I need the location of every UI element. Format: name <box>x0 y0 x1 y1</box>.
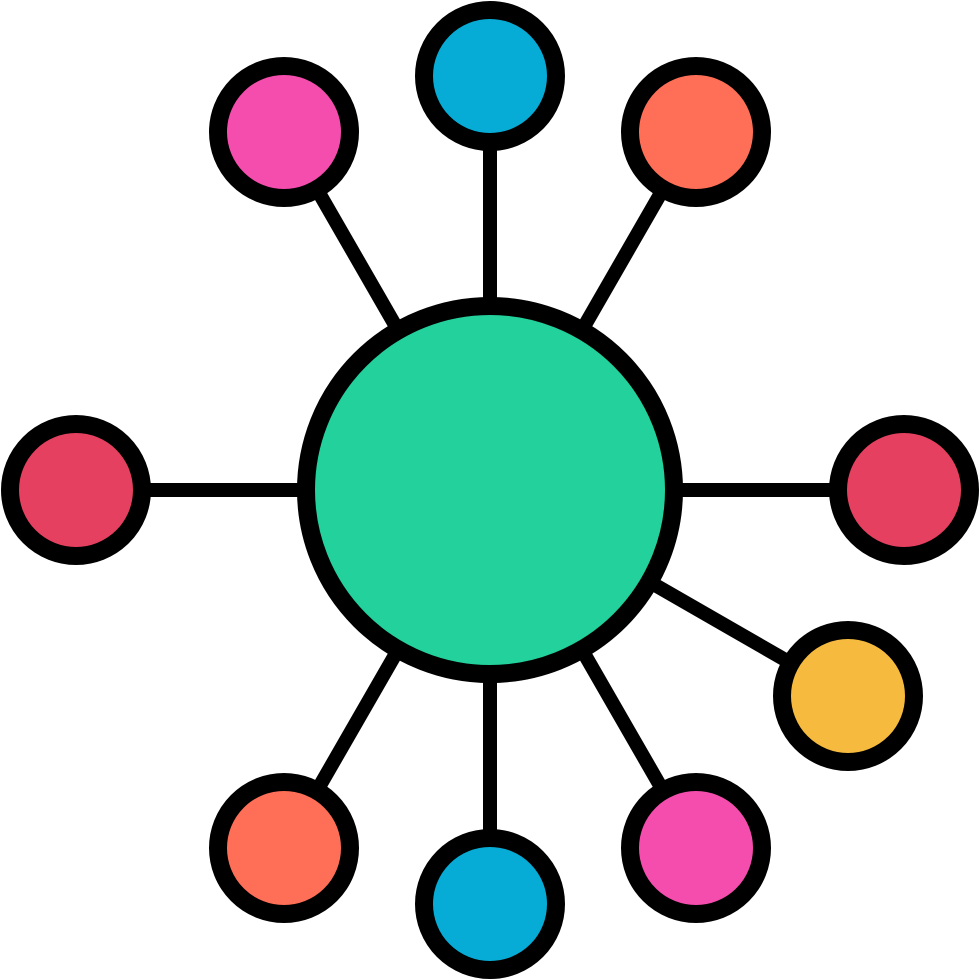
satellite-node-left <box>1 415 151 565</box>
spoke-top-left <box>308 182 407 338</box>
satellite-node-top-right <box>621 57 771 207</box>
satellite-node-bottom <box>415 829 565 979</box>
spoke-lower-right <box>642 573 798 672</box>
spoke-bottom-right <box>573 642 672 798</box>
hub-node <box>297 297 683 683</box>
satellite-node-bottom-right <box>621 773 771 923</box>
satellite-node-bottom-left <box>209 773 359 923</box>
satellite-node-top <box>415 1 565 151</box>
satellite-node-right <box>829 415 979 565</box>
satellite-node-lower-right <box>773 621 923 771</box>
spoke-top-right <box>573 182 672 338</box>
satellite-node-top-left <box>209 57 359 207</box>
spoke-bottom-left <box>308 642 407 798</box>
spokes-group <box>138 138 842 842</box>
